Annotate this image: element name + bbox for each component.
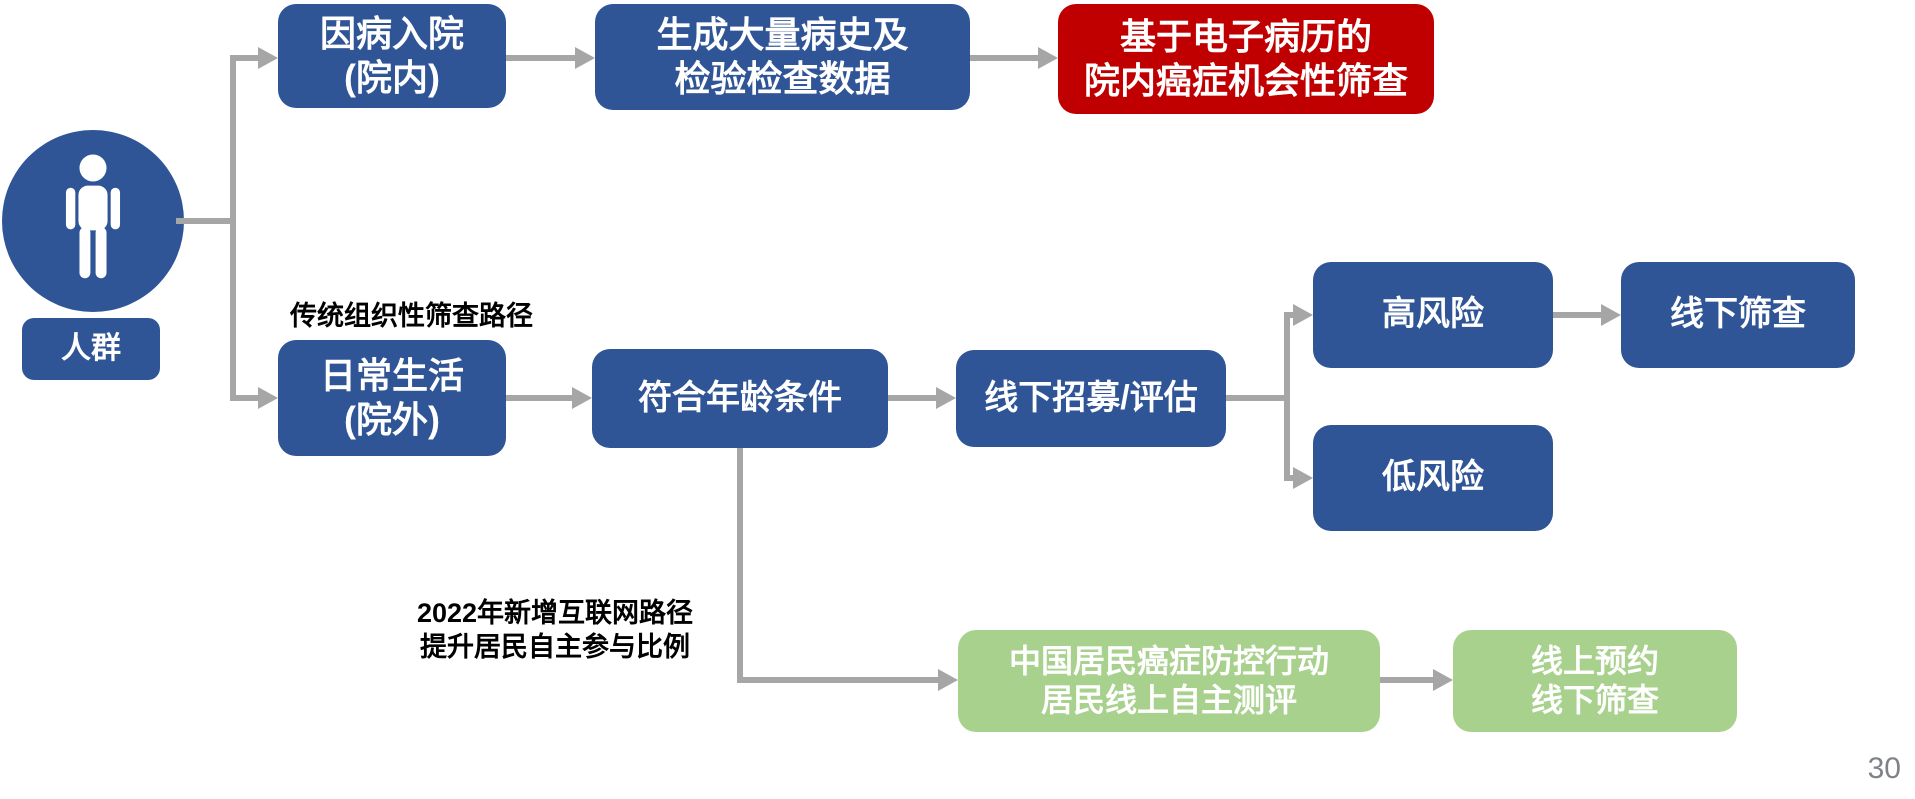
arrowhead-hospital-data xyxy=(575,47,595,69)
connector-data-ehr xyxy=(970,55,1038,61)
arrowhead-assessment-booking xyxy=(1433,669,1453,691)
label-internet-path: 2022年新增互联网路径 提升居民自主参与比例 xyxy=(416,598,694,662)
connector-to-low-risk xyxy=(1284,475,1298,481)
connector-risk-branch xyxy=(1284,312,1290,481)
node-hospital-admission: 因病入院 (院内) xyxy=(278,4,506,108)
person-icon xyxy=(65,154,121,279)
population-label: 人群 xyxy=(22,318,160,380)
population-circle xyxy=(2,130,184,312)
node-age-eligible: 符合年龄条件 xyxy=(592,349,888,448)
connector-recruit-junction xyxy=(1226,395,1288,401)
node-medical-data: 生成大量病史及 检验检查数据 xyxy=(595,4,970,110)
connector-to-daily-life xyxy=(232,395,260,401)
connector-high-screening xyxy=(1553,312,1603,318)
page-number: 30 xyxy=(1867,752,1901,785)
arrowhead-age-recruit xyxy=(936,387,956,409)
arrowhead-age-assessment xyxy=(938,669,958,691)
connector-source-branch xyxy=(230,55,236,401)
arrowhead-to-low-risk xyxy=(1293,467,1313,489)
node-online-booking: 线上预约 线下筛查 xyxy=(1453,630,1737,732)
arrowhead-daily-age xyxy=(572,387,592,409)
connector-hospital-data xyxy=(506,55,576,61)
connector-age-recruit xyxy=(888,395,938,401)
arrowhead-data-ehr xyxy=(1038,47,1058,69)
connector-to-hospital xyxy=(232,55,260,61)
connector-source-stub xyxy=(176,218,236,224)
connector-daily-age xyxy=(506,395,574,401)
node-daily-life: 日常生活 (院外) xyxy=(278,340,506,456)
arrowhead-to-daily-life xyxy=(258,387,278,409)
connector-age-down xyxy=(737,448,743,683)
node-ehr-screening: 基于电子病历的 院内癌症机会性筛查 xyxy=(1058,4,1434,114)
label-traditional-path: 传统组织性筛查路径 xyxy=(290,301,533,331)
arrowhead-to-high-risk xyxy=(1293,304,1313,326)
arrowhead-to-hospital xyxy=(258,47,278,69)
connector-age-assessment xyxy=(737,677,938,683)
node-offline-screening: 线下筛查 xyxy=(1621,262,1855,368)
connector-to-high-risk xyxy=(1284,312,1298,318)
node-online-assessment: 中国居民癌症防控行动 居民线上自主测评 xyxy=(958,630,1380,732)
node-high-risk: 高风险 xyxy=(1313,262,1553,368)
arrowhead-high-screening xyxy=(1601,304,1621,326)
node-offline-recruit: 线下招募/评估 xyxy=(956,350,1226,447)
connector-assessment-booking xyxy=(1380,677,1435,683)
node-low-risk: 低风险 xyxy=(1313,425,1553,531)
